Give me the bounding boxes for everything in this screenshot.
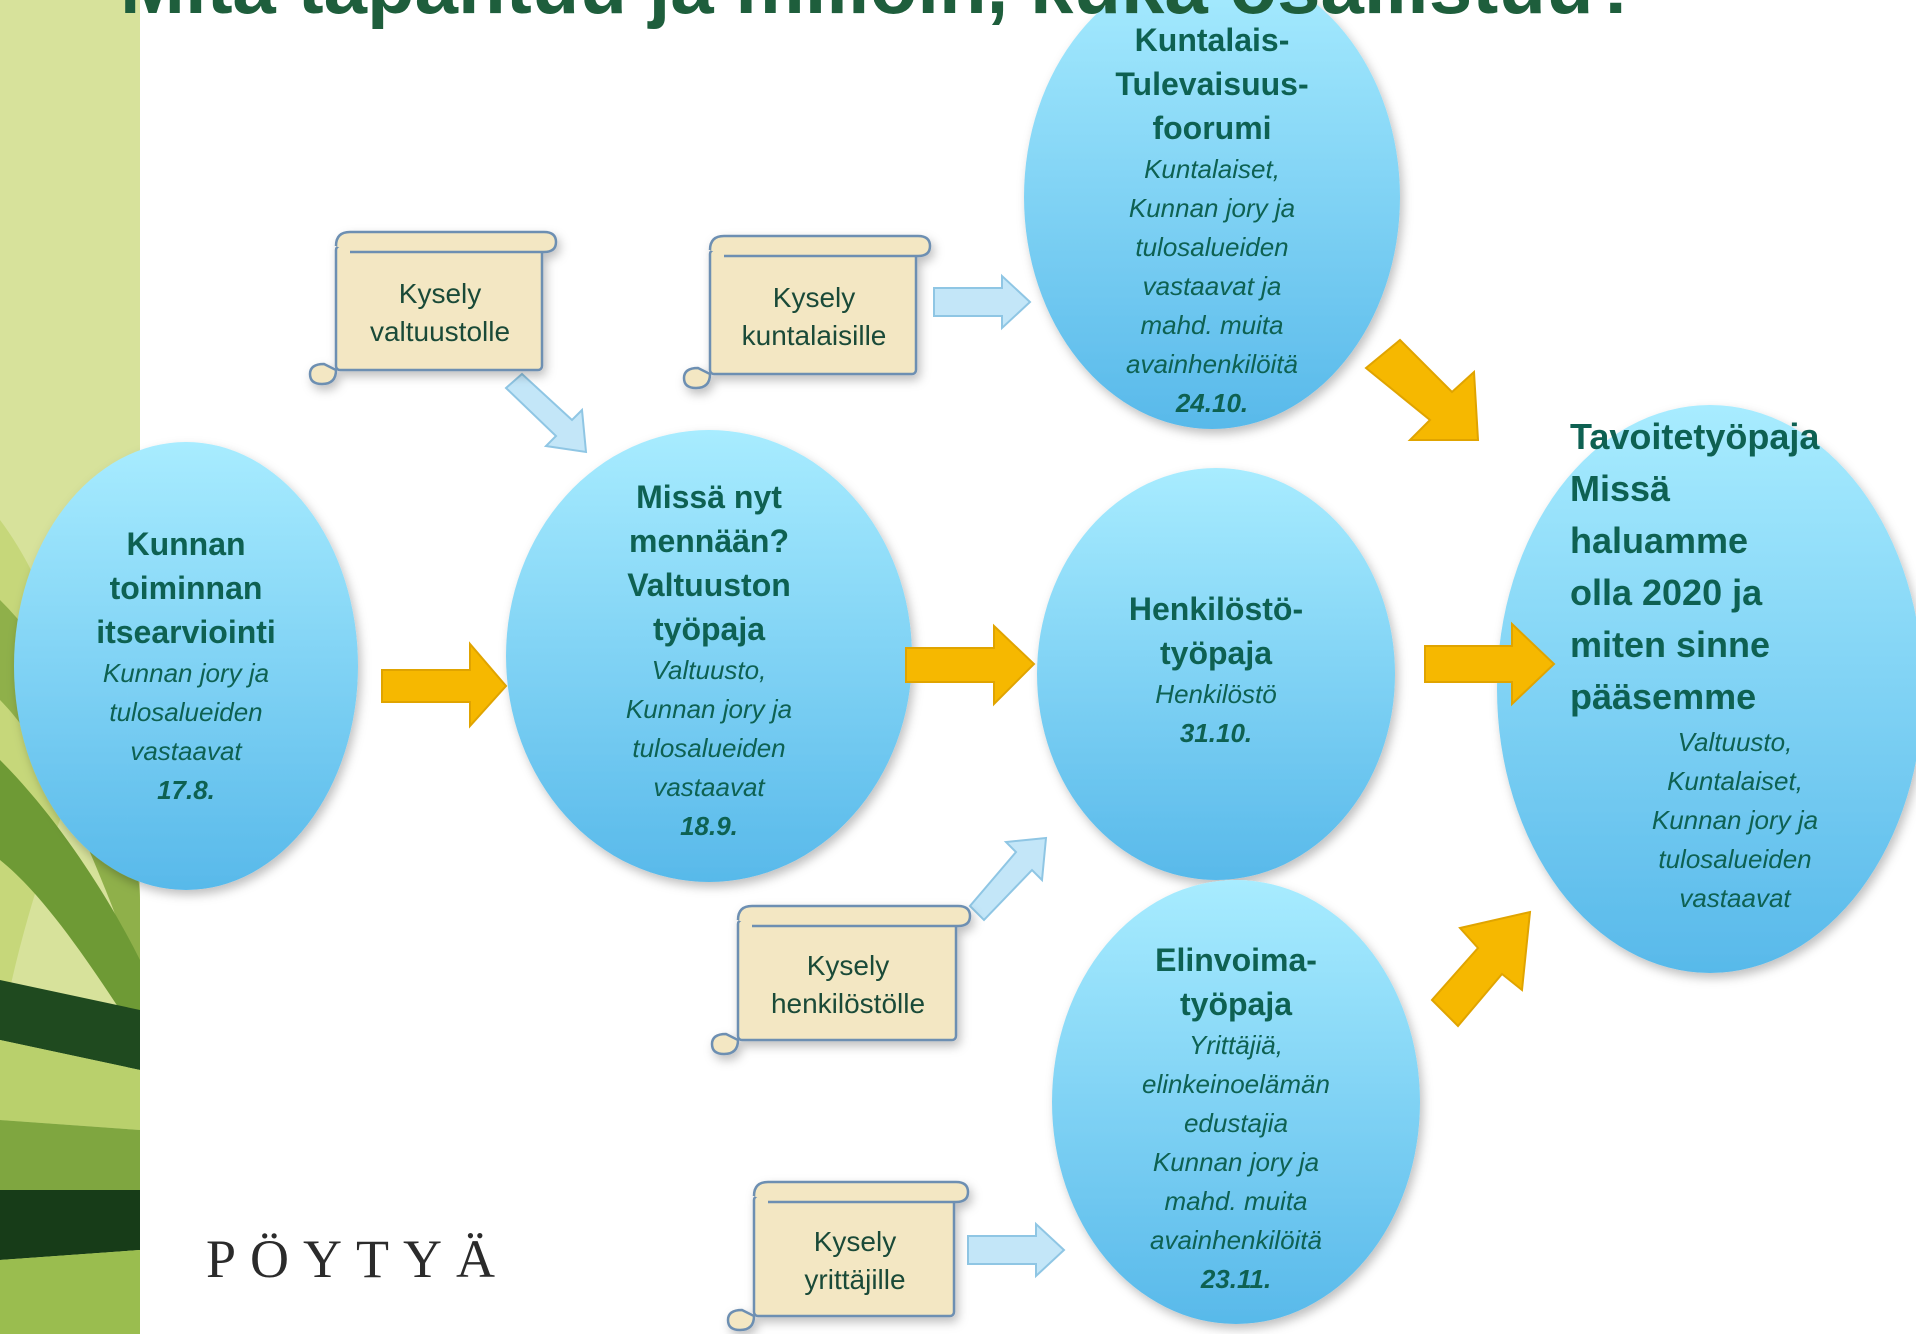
scroll-kuntalaiset-shape <box>682 234 932 390</box>
node-title-line: Tavoitetyöpaja <box>1570 415 1820 457</box>
arrow-henkilosto-to-tavoite <box>1424 621 1556 707</box>
survey-arrows <box>504 273 1066 1279</box>
node-title-line: Henkilöstö- <box>1128 591 1304 627</box>
arrow-survey-henkilosto <box>968 836 1048 922</box>
node-title-line: työpaja <box>1159 635 1273 671</box>
node-date: 31.10. <box>1179 718 1253 748</box>
arrow-valtuusto-to-henkilosto <box>905 623 1036 707</box>
arrow-foorumi-to-tavoite <box>1364 338 1480 441</box>
node-detail-line: avainhenkilöitä <box>1149 1225 1322 1255</box>
arrow-survey-yrittajat <box>967 1221 1066 1279</box>
arrow-itsearviointi-to-valtuusto <box>381 641 508 729</box>
node-detail-line: mahd. muita <box>1164 1186 1308 1216</box>
node-title-line: haluamme <box>1570 519 1749 561</box>
node-title-line: toiminnan <box>109 570 263 606</box>
node-detail-line: vastaavat <box>1679 882 1791 913</box>
slide-title: Mitä tapahtuu ja milloin, kuka osallistu… <box>120 0 1916 40</box>
node-detail-line: vastaavat ja <box>1142 271 1282 301</box>
node-henkilosto-shape <box>1037 468 1395 880</box>
node-detail-line: Kunnan jory ja <box>1128 193 1296 223</box>
node-date: 24.10. <box>1175 388 1249 418</box>
node-itsearviointi-shape <box>14 442 358 890</box>
node-title-line: olla 2020 ja <box>1570 571 1763 613</box>
node-ellipses <box>14 0 1916 1324</box>
node-date: 23.11. <box>1200 1264 1272 1294</box>
node-detail-line: Valtuusto, <box>651 654 767 685</box>
node-detail-line: avainhenkilöitä <box>1125 349 1298 379</box>
node-title-line: miten sinne <box>1570 623 1771 665</box>
node-title-line: Missä nyt <box>636 478 782 515</box>
node-title-line: Valtuuston <box>627 566 791 603</box>
node-detail-line: Kuntalaiset, <box>1667 765 1803 796</box>
node-foorumi-shape <box>1024 0 1400 429</box>
node-detail-line: Kuntalaiset, <box>1144 154 1280 184</box>
arrow-survey-valtuusto <box>504 372 588 454</box>
node-title-line: mennään? <box>628 522 790 559</box>
scroll-valtuusto-shape <box>308 230 558 386</box>
node-valtuusto-shape <box>506 430 912 882</box>
node-title-line: Kuntalais- <box>1134 22 1290 58</box>
node-detail-line: Yrittäjiä, <box>1189 1030 1283 1060</box>
node-detail-line: Kunnan jory ja <box>1152 1147 1320 1177</box>
survey-label-line: valtuustolle <box>369 316 511 347</box>
node-detail-line: Kunnan jory ja <box>625 693 793 724</box>
survey-henkilosto: Kysely henkilöstölle <box>740 930 956 1040</box>
main-flow-arrows <box>381 338 1556 1028</box>
node-detail-line: elinkeinoelämän <box>1142 1069 1330 1099</box>
survey-label-line: Kysely <box>813 1226 897 1257</box>
node-detail-line: mahd. muita <box>1140 310 1284 340</box>
node-title-line: foorumi <box>1152 110 1272 146</box>
node-detail-line: vastaavat <box>130 736 242 766</box>
node-title-line: työpaja <box>652 610 766 647</box>
node-detail-line: tulosalueiden <box>109 697 263 727</box>
node-title-line: Missä <box>1570 467 1671 509</box>
node-detail-line: edustajia <box>1183 1108 1289 1138</box>
node-elinvoima-shape <box>1052 880 1420 1324</box>
node-tavoite-shape <box>1497 405 1916 973</box>
scroll-henkilosto-shape <box>710 904 972 1056</box>
survey-label-line: Kysely <box>398 278 482 309</box>
node-detail-line: Henkilöstö <box>1155 679 1277 709</box>
node-detail-line: Kunnan jory ja <box>102 658 270 688</box>
node-title-line: pääsemme <box>1570 675 1757 717</box>
survey-label-line: kuntalaisille <box>741 320 887 351</box>
scroll-yrittajat-shape <box>726 1180 970 1332</box>
node-title-line: Elinvoima- <box>1155 942 1317 978</box>
arrow-elinvoima-to-tavoite <box>1430 910 1532 1028</box>
node-date: 17.8. <box>157 775 215 805</box>
node-detail-line: tulosalueiden <box>1135 232 1289 262</box>
node-date: 18.9. <box>680 810 738 841</box>
node-detail-line: tulosalueiden <box>632 732 786 763</box>
node-detail-line: Kunnan jory ja <box>1651 804 1819 835</box>
survey-label-line: henkilöstölle <box>770 988 926 1019</box>
node-title-line: Kunnan <box>126 526 246 562</box>
node-detail-line: vastaavat <box>653 771 765 802</box>
survey-valtuusto: Kysely valtuustolle <box>338 258 542 368</box>
survey-label-line: Kysely <box>806 950 890 981</box>
survey-kuntalaiset: Kysely kuntalaisille <box>712 262 916 372</box>
node-title-line: Tulevaisuus- <box>1115 66 1309 102</box>
poytya-logo: PÖYTYÄ <box>206 1229 510 1289</box>
survey-label-line: yrittäjille <box>804 1264 906 1295</box>
survey-yrittajat: Kysely yrittäjille <box>756 1206 954 1316</box>
survey-scrolls <box>308 230 972 1332</box>
node-title-line: itsearviointi <box>96 614 276 650</box>
arrow-survey-kuntalaiset <box>933 273 1032 331</box>
node-title-line: työpaja <box>1179 986 1293 1022</box>
node-detail-line: Valtuusto, <box>1677 726 1793 757</box>
survey-label-line: Kysely <box>772 282 856 313</box>
node-detail-line: tulosalueiden <box>1658 843 1812 874</box>
